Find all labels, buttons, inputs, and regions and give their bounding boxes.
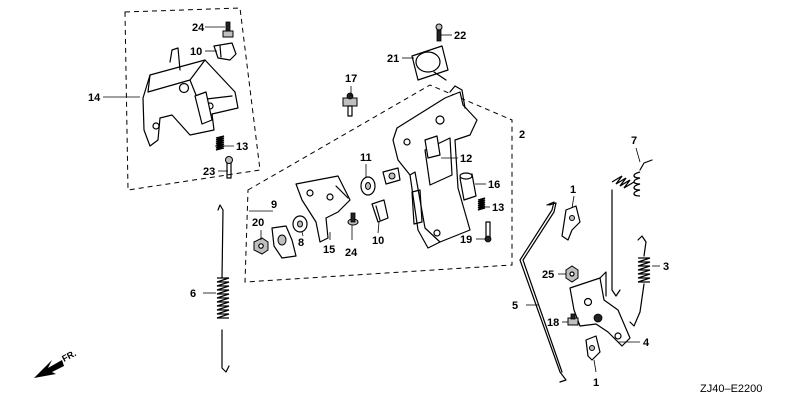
- bracket-assembly-group-outline: [124, 7, 261, 191]
- bolt-part-23: [225, 156, 233, 179]
- cable-clamp-part: [411, 45, 449, 81]
- leader-lines: [103, 26, 660, 373]
- direction-label: FR.: [60, 348, 77, 364]
- arm-plate-part: [295, 175, 351, 243]
- callout-24-mid: 24: [345, 247, 358, 259]
- callout-16: 16: [488, 179, 500, 191]
- callout-2: 2: [519, 129, 525, 141]
- callout-12: 12: [460, 153, 472, 165]
- callout-11: 11: [360, 152, 372, 164]
- callout-14: 14: [88, 92, 101, 104]
- rod-joint-part-upper: [561, 205, 581, 241]
- bolt-part-17: [342, 92, 358, 117]
- callout-9: 9: [271, 199, 277, 211]
- cable-spring-part-7: [611, 159, 653, 297]
- spring-part-left: [215, 135, 225, 151]
- washer-part-11: [360, 176, 376, 196]
- screw-part-upper: [222, 21, 234, 38]
- callout-1-lower: 1: [593, 377, 599, 389]
- callout-10-mid: 10: [372, 235, 384, 247]
- bolt-part-18: [567, 313, 579, 326]
- collar-part-16: [459, 172, 477, 201]
- rod-joint-part-lower: [585, 335, 601, 361]
- callout-15: 15: [323, 244, 335, 256]
- bolt-part-19: [484, 221, 492, 243]
- long-spring-part-6: [216, 204, 230, 373]
- screw-part-mid: [347, 212, 359, 226]
- spring-part-3: [629, 235, 651, 327]
- front-direction-arrow: FR.: [34, 348, 78, 378]
- callout-17: 17: [345, 73, 357, 85]
- callout-23: 23: [203, 166, 215, 178]
- callout-19: 19: [460, 234, 472, 246]
- bolt-part-22: [435, 23, 443, 42]
- callout-13-left: 13: [236, 141, 248, 153]
- callout-1-upper: 1: [570, 184, 576, 196]
- callout-18: 18: [547, 317, 559, 329]
- upper-bracket-part: [142, 47, 239, 147]
- callout-10-upper: 10: [190, 46, 202, 58]
- nut-part-20: [253, 237, 269, 255]
- nut-part-25: [565, 265, 579, 283]
- callout-13-right: 13: [492, 202, 504, 214]
- spring-part-right: [477, 197, 486, 211]
- control-base-part: [382, 85, 478, 249]
- governor-arm-part: [569, 271, 631, 347]
- control-base-group-outline: [244, 84, 513, 283]
- callout-24-upper: 24: [192, 22, 205, 34]
- callout-8: 8: [298, 237, 304, 249]
- callout-3: 3: [663, 261, 669, 273]
- callout-25: 25: [542, 269, 554, 281]
- clip-part-mid: [371, 199, 389, 223]
- diagram-code: ZJ40–E2200: [700, 383, 762, 395]
- callouts: 24 10 14 13 23 21 22 17 2 11 12 16 13 19…: [88, 22, 669, 389]
- control-rod-part: [519, 201, 567, 383]
- washer-part-8: [292, 215, 308, 233]
- clip-part-upper: [213, 42, 237, 61]
- callout-4: 4: [643, 337, 650, 349]
- lever-plate-part: [271, 225, 297, 259]
- callout-6: 6: [190, 288, 196, 300]
- callout-22: 22: [454, 30, 466, 42]
- callout-20: 20: [252, 217, 264, 229]
- callout-21: 21: [387, 53, 399, 65]
- callout-5: 5: [512, 300, 518, 312]
- callout-7: 7: [631, 135, 637, 147]
